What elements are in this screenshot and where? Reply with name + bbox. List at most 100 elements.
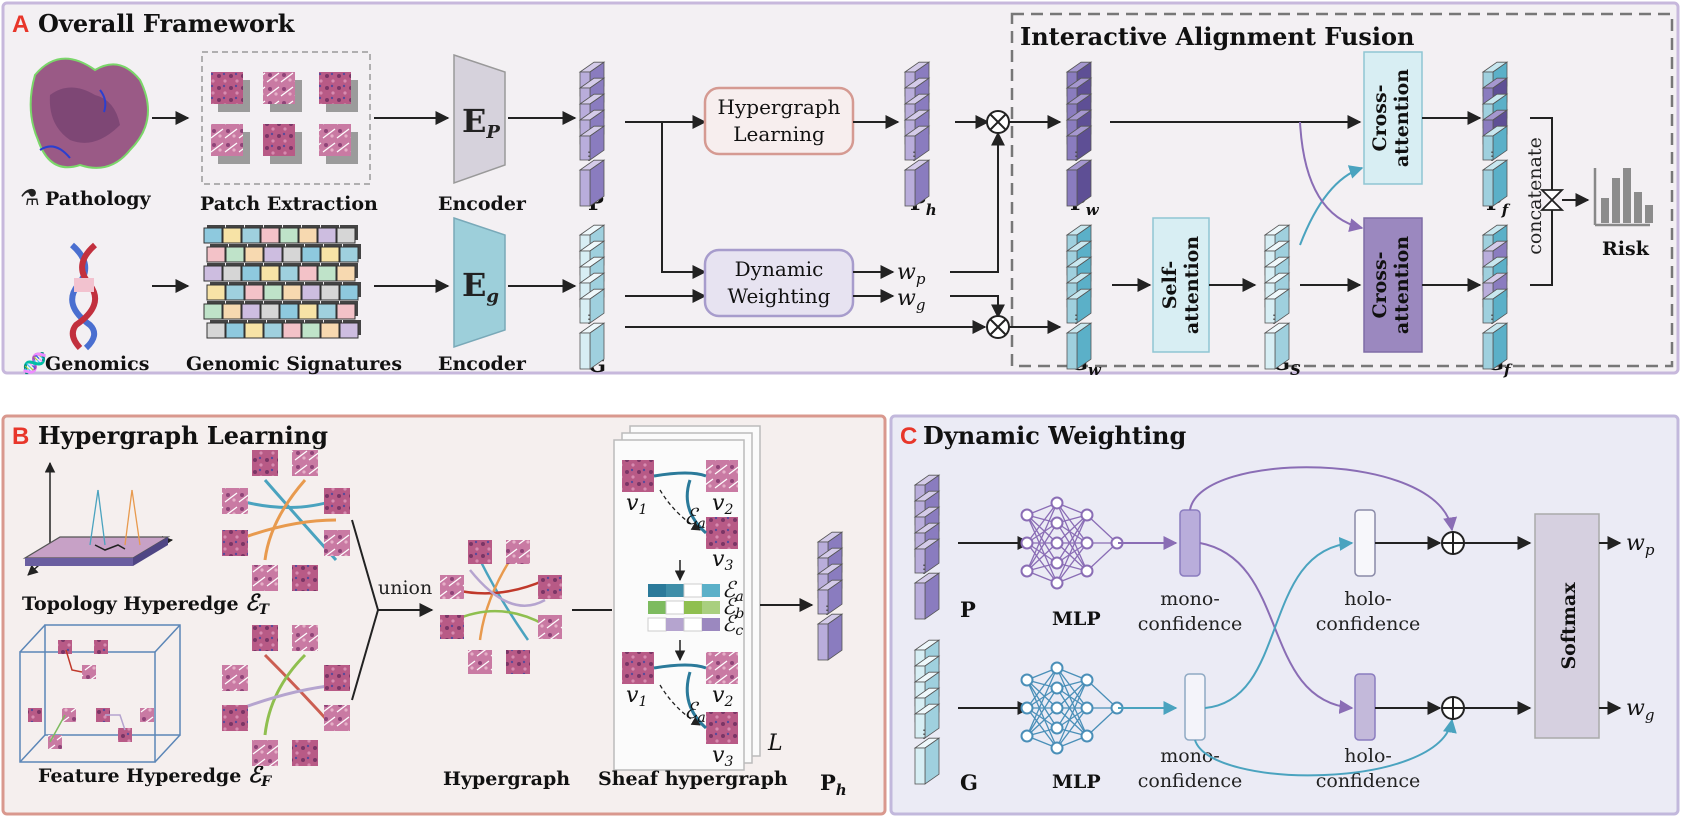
ea-label-top: ℰa bbox=[684, 505, 706, 532]
svg-text:⋮: ⋮ bbox=[1486, 149, 1498, 163]
genomic-signature-grid bbox=[203, 225, 361, 339]
panel-a-letter: A bbox=[12, 11, 29, 38]
v1-label-bottom: v1 bbox=[626, 683, 647, 710]
genomic-encoder bbox=[453, 216, 506, 349]
holo-confidence-top bbox=[1354, 509, 1376, 577]
svg-text:⋮: ⋮ bbox=[583, 149, 595, 163]
panel-b-title: Hypergraph Learning bbox=[38, 421, 328, 450]
holo-confidence-top-label: holo-confidence bbox=[1316, 588, 1421, 635]
concatenate-label: concatenate bbox=[1524, 137, 1546, 255]
mlp-top-label: MLP bbox=[1052, 608, 1101, 630]
svg-text:⋮: ⋮ bbox=[1070, 149, 1082, 163]
panel-c: C Dynamic Weighting P G MLP MLP mono-con… bbox=[889, 414, 1680, 816]
panel-c-title: Dynamic Weighting bbox=[923, 421, 1187, 450]
panel-b-letter: B bbox=[12, 423, 29, 450]
hypergraph-learning-line1: Hypergraph bbox=[718, 95, 841, 119]
pw-token-stack: ⋮ bbox=[1065, 61, 1093, 207]
multiply-icon-top bbox=[986, 110, 1010, 134]
gw-token-stack: ⋮ bbox=[1065, 224, 1093, 370]
plus-icon-top bbox=[1441, 531, 1465, 555]
topology-hyperedge-graph bbox=[222, 450, 350, 591]
concatenate-icon bbox=[1539, 189, 1565, 211]
sheaf-hypergraph-label: Sheaf hypergraph bbox=[598, 768, 788, 790]
patch-extraction-label: Patch Extraction bbox=[200, 193, 378, 215]
topology-hyperedge-label: Topology Hyperedge ℰT bbox=[22, 590, 271, 618]
gs-token-stack: ⋮ bbox=[1263, 224, 1291, 370]
p-token-stack-c: ⋮ bbox=[913, 474, 941, 620]
dna-icon: 🧬 bbox=[22, 351, 47, 375]
ec-legend: ℰc bbox=[722, 612, 743, 639]
cross-attention-top-label: Cross-attention bbox=[1369, 69, 1413, 167]
plus-icon-bottom bbox=[1441, 696, 1465, 720]
g-token-stack-c: ⋮ bbox=[913, 639, 941, 785]
sheaf-hypergraph bbox=[613, 425, 761, 771]
topology-plane bbox=[22, 461, 174, 576]
feature-hyperedge-label: Feature Hyperedge ℰF bbox=[38, 762, 272, 790]
v1-label-top: v1 bbox=[626, 491, 647, 518]
svg-text:⋮: ⋮ bbox=[1486, 312, 1498, 326]
panel-a-title: Overall Framework bbox=[38, 9, 296, 38]
mlp-network-bottom bbox=[1020, 661, 1124, 755]
mono-confidence-bottom bbox=[1184, 673, 1206, 741]
encoder-label-g: Encoder bbox=[438, 353, 527, 375]
dynamic-weighting-box bbox=[703, 248, 855, 318]
cross-attention-top bbox=[1363, 51, 1423, 185]
layer-count-label: L bbox=[767, 731, 783, 756]
svg-text:⋮: ⋮ bbox=[918, 727, 930, 741]
mono-confidence-top-label: mono-confidence bbox=[1138, 588, 1243, 635]
g-label-c: G bbox=[960, 770, 978, 795]
mlp-network-top bbox=[1020, 496, 1124, 590]
v3-label-bottom: v3 bbox=[712, 743, 733, 770]
p-label-c: P bbox=[960, 597, 976, 622]
pathology-encoder bbox=[453, 53, 506, 185]
panel-a: A Overall Framework Interactive Alignmen… bbox=[1, 1, 1680, 379]
softmax-label: Softmax bbox=[1558, 582, 1580, 670]
ph-token-stack-b: ⋮ bbox=[816, 531, 844, 661]
genomic-signatures-label: Genomic Signatures bbox=[186, 353, 402, 375]
microscope-icon: ⚗ bbox=[20, 185, 40, 210]
mono-confidence-top bbox=[1179, 509, 1201, 577]
panel-b: B Hypergraph Learning Topology Hyperedge… bbox=[1, 414, 887, 816]
ph-label-b: Ph bbox=[820, 770, 847, 799]
fusion-title: Interactive Alignment Fusion bbox=[1020, 22, 1414, 51]
multiply-icon-bottom bbox=[986, 315, 1010, 339]
feature-cube bbox=[19, 624, 181, 763]
svg-text:⋮: ⋮ bbox=[821, 603, 833, 617]
hypergraph-label: Hypergraph bbox=[443, 768, 570, 790]
wg-output-label: wg bbox=[1626, 696, 1654, 724]
p-token-stack: ⋮ bbox=[578, 61, 606, 207]
v2-label-bottom: v2 bbox=[712, 683, 733, 710]
svg-text:⋮: ⋮ bbox=[1070, 312, 1082, 326]
svg-text:⋮: ⋮ bbox=[1268, 312, 1280, 326]
panel-c-letter: C bbox=[900, 423, 917, 450]
ea-label-bottom: ℰa bbox=[684, 699, 706, 726]
wg-label: wg bbox=[897, 286, 925, 314]
holo-confidence-bottom bbox=[1354, 673, 1376, 741]
pathology-label: Pathology bbox=[45, 188, 152, 210]
dynamic-weighting-line2: Weighting bbox=[728, 284, 831, 308]
v2-label-top: v2 bbox=[712, 491, 733, 518]
self-attention-block bbox=[1152, 217, 1210, 353]
self-attention-label: Self-attention bbox=[1159, 236, 1203, 334]
eb-legend: ℰb bbox=[722, 595, 744, 622]
genomic-encoder-symbol: Eg bbox=[462, 266, 499, 307]
union-label: union bbox=[378, 577, 432, 599]
mlp-bottom-label: MLP bbox=[1052, 771, 1101, 793]
fusion-region bbox=[1010, 12, 1674, 368]
risk-label: Risk bbox=[1602, 238, 1650, 260]
hypergraph-learning-line2: Learning bbox=[733, 122, 825, 146]
cross-attention-bottom bbox=[1363, 217, 1423, 353]
holo-confidence-bottom-label: holo-confidence bbox=[1316, 745, 1421, 792]
softmax-block bbox=[1534, 513, 1600, 739]
cross-attention-bottom-label: Cross-attention bbox=[1369, 236, 1413, 334]
wp-output-label: wp bbox=[1626, 531, 1655, 559]
risk-bar-chart-icon bbox=[1593, 168, 1653, 227]
pathology-slide-image bbox=[29, 57, 149, 169]
pf-token-stack: ⋮ bbox=[1481, 61, 1509, 207]
v3-label-top: v3 bbox=[712, 547, 733, 574]
svg-text:⋮: ⋮ bbox=[918, 562, 930, 576]
svg-text:⋮: ⋮ bbox=[583, 312, 595, 326]
ph-token-stack: ⋮ bbox=[903, 61, 931, 207]
g-token-stack: ⋮ bbox=[578, 224, 606, 370]
